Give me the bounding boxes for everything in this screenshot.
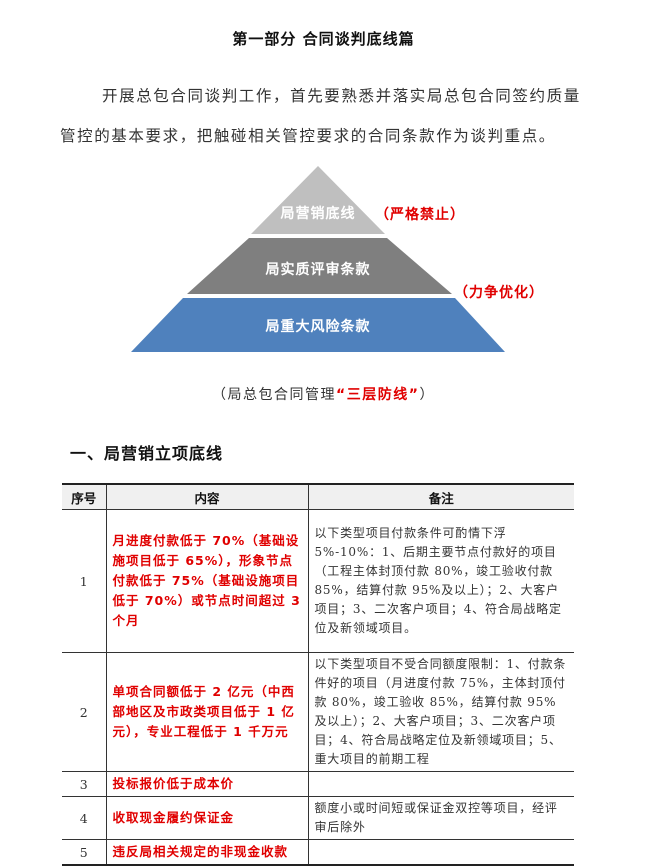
row-note [307, 771, 574, 797]
row-note: 额度小或时间短或保证金双控等项目，经评审后除外 [307, 796, 574, 840]
row-content: 违反局相关规定的非现金收款 [105, 839, 309, 866]
pyramid-label-bottom: 局重大风险条款 [266, 318, 371, 335]
header-no: 序号 [62, 483, 107, 510]
header-note: 备注 [307, 483, 574, 510]
section-heading: 一、局营销立项底线 [70, 444, 224, 463]
pyramid-label-top: 局营销底线 [281, 205, 356, 222]
caption-suffix: ） [419, 387, 435, 403]
header-content: 内容 [105, 483, 309, 510]
row-content: 收取现金履约保证金 [105, 796, 309, 840]
table-row: 5 违反局相关规定的非现金收款 [62, 839, 574, 866]
table-row: 3 投标报价低于成本价 [62, 771, 574, 797]
row-note [307, 839, 574, 866]
table-row: 4 收取现金履约保证金 额度小或时间短或保证金双控等项目，经评审后除外 [62, 796, 574, 840]
row-number: 1 [62, 509, 107, 653]
pyramid-note-strive-to-optimize: （力争优化） [454, 284, 544, 301]
marketing-baseline-table: 序号 内容 备注 1 月进度付款低于 70%（基础设施项目低于 65%），形象节… [62, 483, 574, 866]
row-number: 5 [62, 839, 107, 866]
row-content: 月进度付款低于 70%（基础设施项目低于 65%），形象节点付款低于 75%（基… [105, 509, 309, 653]
pyramid-tier-top [251, 166, 385, 234]
caption-highlight: “三层防线” [336, 387, 420, 403]
row-number: 4 [62, 796, 107, 840]
table-row: 1 月进度付款低于 70%（基础设施项目低于 65%），形象节点付款低于 75%… [62, 509, 574, 653]
pyramid-caption: （局总包合同管理“三层防线”） [0, 384, 647, 404]
intro-paragraph-line-2: 管控的基本要求，把触碰相关管控要求的合同条款作为谈判重点。 [60, 127, 556, 145]
row-note: 以下类型项目付款条件可酌情下浮 5%-10%：1、后期主要节点付款好的项目（工程… [307, 509, 574, 653]
pyramid-note-strictly-prohibited: （严格禁止） [375, 206, 465, 223]
table-row: 2 单项合同额低于 2 亿元（中西部地区及市政类项目低于 1 亿元），专业工程低… [62, 652, 574, 772]
pyramid-label-middle: 局实质评审条款 [266, 261, 371, 278]
pyramid-tier-middle [187, 238, 452, 294]
caption-prefix: （局总包合同管理 [212, 387, 337, 403]
three-layer-defense-pyramid: 局营销底线 局实质评审条款 局重大风险条款 （严格禁止） （力争优化） [131, 166, 544, 352]
row-number: 3 [62, 771, 107, 797]
row-content: 单项合同额低于 2 亿元（中西部地区及市政类项目低于 1 亿元），专业工程低于 … [105, 652, 309, 772]
intro-paragraph-line-1: 开展总包合同谈判工作，首先要熟悉并落实局总包合同签约质量 [102, 87, 581, 105]
page-title: 第一部分 合同谈判底线篇 [232, 30, 415, 48]
table-header-row: 序号 内容 备注 [62, 483, 574, 510]
row-content: 投标报价低于成本价 [105, 771, 309, 797]
row-number: 2 [62, 652, 107, 772]
pyramid-tier-bottom [131, 298, 505, 352]
row-note: 以下类型项目不受合同额度限制：1、付款条件好的项目（月进度付款 75%，主体封顶… [307, 652, 574, 772]
